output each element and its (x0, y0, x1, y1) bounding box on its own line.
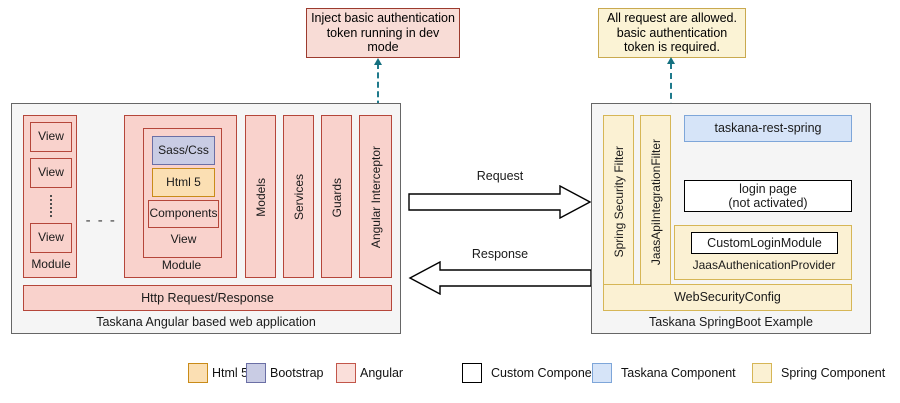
module-b-view-container: Sass/Css Html 5 Components View (143, 128, 222, 258)
column-models: Models (245, 115, 276, 278)
login-page-line1: login page (739, 181, 797, 196)
http-request-response-bar: Http Request/Response (23, 285, 392, 311)
module-a-view-3: View (30, 223, 72, 253)
legend-label-html5: Html 5 (212, 366, 249, 380)
connector-arrow-spring-icon (667, 57, 675, 64)
column-services-label: Services (291, 174, 306, 221)
callout-spring-filters: All request are allowed. basic authentic… (598, 8, 746, 58)
legend-swatch-bootstrap-icon (246, 363, 266, 383)
callout-angular-line1: Inject basic authentication (311, 11, 455, 26)
spring-security-filter-label: Spring Security Filter (611, 146, 626, 258)
legend-label-spring-component: Spring Component (781, 366, 886, 380)
legend-item-custom-component: Custom Component (462, 363, 602, 383)
callout-spring-line2: basic authentication (616, 25, 728, 40)
flow-arrow-response-icon (408, 261, 592, 295)
legend-swatch-spring-icon (752, 363, 772, 383)
taskana-rest-spring-box: taskana-rest-spring (684, 115, 852, 142)
column-models-label-wrap: Models (246, 116, 277, 279)
callout-spring-line3: token is required. (624, 40, 720, 55)
callout-spring-line1: All request are allowed. (607, 11, 737, 26)
module-b-item-components: Components (148, 200, 219, 228)
connector-arrow-angular-icon (374, 58, 382, 65)
jaas-api-integration-filter-label-wrap: JaasApiIntegrationFilter (641, 116, 672, 288)
column-guards-label: Guards (329, 177, 344, 218)
login-page-line2: (not activated) (728, 196, 808, 210)
column-services: Services (283, 115, 314, 278)
legend-item-taskana-component: Taskana Component (592, 363, 736, 383)
callout-angular-interceptor: Inject basic authentication token runnin… (306, 8, 460, 58)
column-services-label-wrap: Services (284, 116, 315, 279)
web-security-config-box: WebSecurityConfig (603, 284, 852, 311)
flow-arrow-request-icon (408, 185, 592, 219)
custom-login-module-box: CustomLoginModule (691, 232, 838, 254)
panel-springboot-example: Spring Security Filter JaasApiIntegratio… (591, 103, 871, 334)
legend-label-taskana-component: Taskana Component (621, 366, 736, 380)
flow-label-response: Response (471, 246, 529, 261)
column-angular-interceptor-label-wrap: Angular Interceptor (360, 116, 393, 279)
modules-separator: - - - (85, 212, 117, 230)
legend-item-html5: Html 5 (188, 363, 248, 383)
jaas-api-integration-filter: JaasApiIntegrationFilter (640, 115, 671, 287)
module-a-container: View View View Module (23, 115, 77, 278)
column-angular-interceptor: Angular Interceptor (359, 115, 392, 278)
legend-swatch-html5-icon (188, 363, 208, 383)
module-a-label: Module (31, 257, 71, 272)
module-b-label: Module (161, 258, 202, 273)
module-a-view-2: View (30, 158, 72, 188)
callout-angular-line2: token running in dev (326, 25, 440, 40)
connector-line-angular (377, 63, 379, 116)
module-b-view-label: View (170, 232, 197, 247)
legend-label-custom-component: Custom Component (491, 366, 603, 380)
column-models-label: Models (253, 178, 268, 217)
spring-security-filter-label-wrap: Spring Security Filter (604, 116, 635, 288)
legend-swatch-taskana-icon (592, 363, 612, 383)
jaas-api-integration-filter-label: JaasApiIntegrationFilter (648, 138, 663, 266)
left-panel-caption: Taskana Angular based web application (96, 315, 316, 329)
callout-angular-line3: mode (367, 40, 399, 55)
module-a-ellipsis-icon (50, 195, 52, 217)
spring-security-filter: Spring Security Filter (603, 115, 634, 287)
column-guards-label-wrap: Guards (322, 116, 353, 279)
module-a-view-1: View (30, 122, 72, 152)
column-angular-interceptor-label: Angular Interceptor (368, 146, 383, 249)
right-panel-caption: Taskana SpringBoot Example (649, 315, 813, 329)
column-guards: Guards (321, 115, 352, 278)
jaas-authentication-provider-label: JaasAuthenicationProvider (692, 258, 836, 273)
login-page-box: login page (not activated) (684, 180, 852, 212)
module-b-container: Sass/Css Html 5 Components View Module (124, 115, 237, 278)
legend-swatch-custom-icon (462, 363, 482, 383)
legend-label-bootstrap: Bootstrap (270, 366, 324, 380)
legend-swatch-angular-icon (336, 363, 356, 383)
legend-item-angular: Angular (336, 363, 403, 383)
module-b-item-sass-css: Sass/Css (152, 136, 215, 165)
legend-label-angular: Angular (360, 366, 404, 380)
panel-angular-app: View View View Module - - - Sass/Css Htm… (11, 103, 401, 334)
flow-label-request: Request (476, 168, 524, 183)
module-b-item-html5: Html 5 (152, 168, 215, 197)
legend-item-spring-component: Spring Component (752, 363, 885, 383)
legend-item-bootstrap: Bootstrap (246, 363, 324, 383)
jaas-authentication-provider-box: CustomLoginModule JaasAuthenicationProvi… (674, 225, 852, 280)
